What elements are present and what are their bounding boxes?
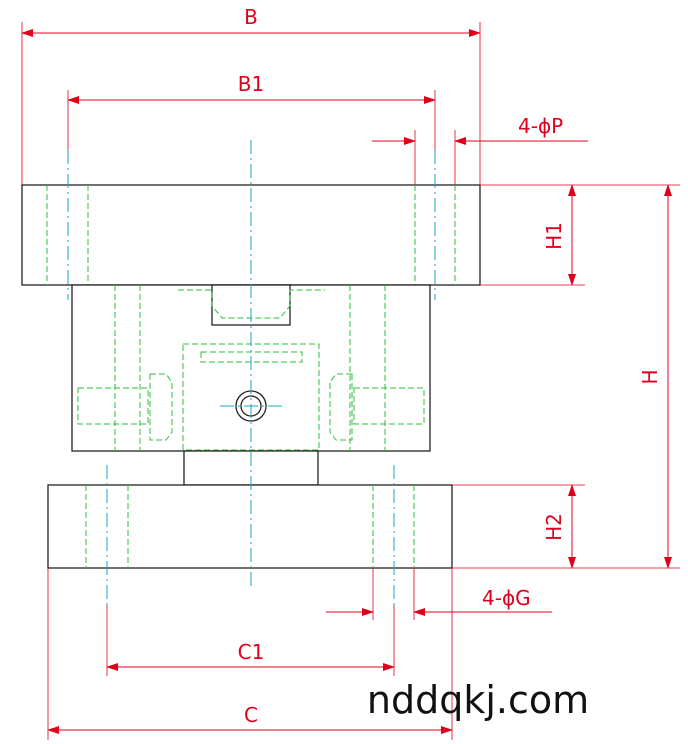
center-lines [67, 140, 436, 605]
label-c1: C1 [238, 640, 265, 664]
dimension-b1: B1 [67, 72, 436, 150]
label-h1: H1 [542, 222, 566, 250]
dimension-c1: C1 [106, 605, 395, 676]
label-h2: H2 [542, 513, 566, 541]
label-b1: B1 [238, 72, 264, 96]
dimension-c: C [47, 568, 453, 740]
bottom-plate [47, 484, 453, 569]
label-b: B [244, 5, 258, 29]
label-p: 4-ϕP [518, 114, 563, 138]
dimension-h1: H1 [480, 184, 585, 286]
dimension-p: 4-ϕP [372, 114, 588, 185]
watermark-text: nddqkj.com [367, 678, 589, 722]
dimension-h: H [452, 184, 680, 569]
dimension-h2: H2 [452, 484, 585, 569]
label-c: C [244, 703, 258, 727]
dimension-g: 4-ϕG [326, 568, 552, 620]
label-g: 4-ϕG [482, 586, 531, 610]
dimension-b: B [21, 5, 481, 185]
label-h: H [638, 369, 662, 384]
